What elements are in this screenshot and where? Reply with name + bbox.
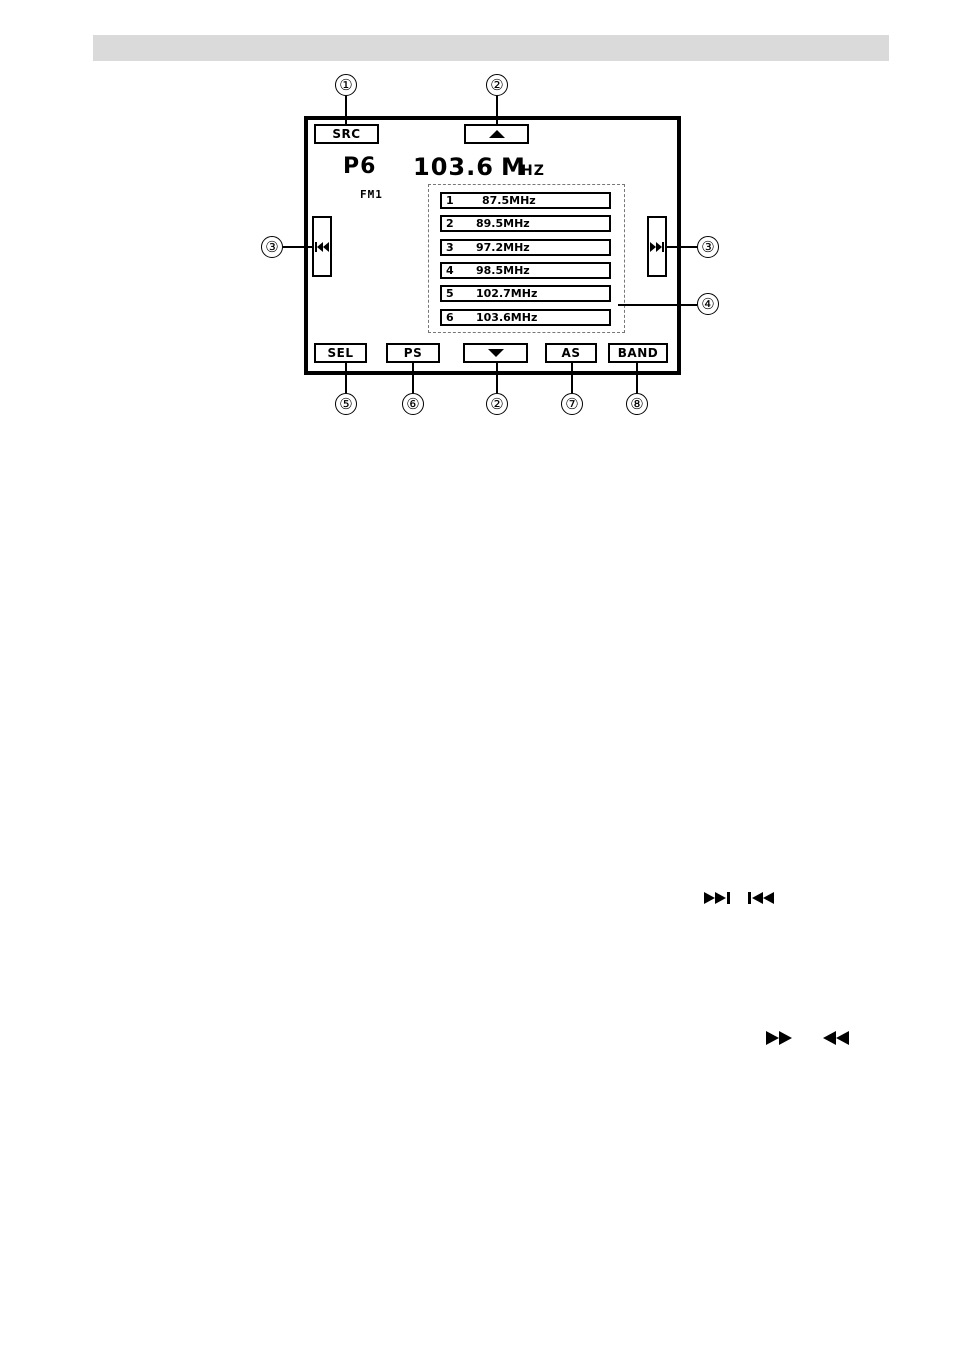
preset-number: 5 bbox=[446, 287, 454, 300]
current-preset: P6 bbox=[343, 154, 376, 179]
preset-number: 2 bbox=[446, 217, 454, 230]
band-button-label: BAND bbox=[618, 346, 658, 360]
as-button[interactable]: AS bbox=[545, 343, 597, 363]
band-button[interactable]: BAND bbox=[608, 343, 668, 363]
sel-button-label: SEL bbox=[328, 346, 354, 360]
src-button-label: SRC bbox=[332, 127, 360, 141]
skip-next-icon bbox=[650, 242, 664, 252]
preset-row-3[interactable]: 3 97.2MHz bbox=[440, 239, 611, 256]
header-bar bbox=[93, 35, 889, 61]
tune-up-button[interactable] bbox=[464, 124, 529, 144]
preset-frequency: 103.6MHz bbox=[476, 311, 537, 324]
callout-5-leader bbox=[345, 363, 347, 393]
callout-6-label: ⑥ bbox=[406, 395, 419, 413]
src-button[interactable]: SRC bbox=[314, 124, 379, 144]
callout-3-right-label: ③ bbox=[701, 238, 714, 256]
callout-8-label: ⑧ bbox=[630, 395, 643, 413]
fast-forward-icon bbox=[766, 1030, 794, 1046]
skip-previous-icon bbox=[315, 242, 329, 252]
callout-2-bottom-label: ② bbox=[490, 395, 503, 413]
ps-button-label: PS bbox=[404, 346, 422, 360]
as-button-label: AS bbox=[562, 346, 581, 360]
preset-number: 6 bbox=[446, 311, 454, 324]
preset-number: 1 bbox=[446, 194, 454, 207]
callout-6: ⑥ bbox=[402, 393, 424, 415]
preset-number: 4 bbox=[446, 264, 454, 277]
seek-next-button[interactable] bbox=[647, 216, 667, 277]
preset-frequency: 87.5MHz bbox=[482, 194, 536, 207]
callout-2-top-label: ② bbox=[490, 76, 503, 94]
preset-frequency: 102.7MHz bbox=[476, 287, 537, 300]
band-indicator: FM1 bbox=[360, 188, 383, 201]
triangle-down-icon bbox=[488, 349, 504, 357]
sel-button[interactable]: SEL bbox=[314, 343, 367, 363]
callout-7-label: ⑦ bbox=[565, 395, 578, 413]
callout-3-left: ③ bbox=[261, 236, 283, 258]
callout-3-right-leader bbox=[665, 246, 697, 248]
preset-frequency: 98.5MHz bbox=[476, 264, 530, 277]
callout-8-leader bbox=[636, 363, 638, 393]
callout-2-bottom: ② bbox=[486, 393, 508, 415]
preset-row-4[interactable]: 4 98.5MHz bbox=[440, 262, 611, 279]
callout-3-left-label: ③ bbox=[265, 238, 278, 256]
tune-down-button[interactable] bbox=[463, 343, 528, 363]
seek-previous-button[interactable] bbox=[312, 216, 332, 277]
preset-row-1[interactable]: 1 87.5MHz bbox=[440, 192, 611, 209]
skip-next-icon bbox=[704, 891, 732, 905]
preset-frequency: 97.2MHz bbox=[476, 241, 530, 254]
rewind-icon bbox=[822, 1030, 850, 1046]
callout-5: ⑤ bbox=[335, 393, 357, 415]
preset-row-2[interactable]: 2 89.5MHz bbox=[440, 215, 611, 232]
current-frequency: 103.6 bbox=[413, 153, 494, 181]
callout-6-leader bbox=[412, 363, 414, 393]
callout-3-left-leader bbox=[283, 246, 314, 248]
frequency-unit-hz: HZ bbox=[521, 163, 545, 179]
callout-7: ⑦ bbox=[561, 393, 583, 415]
callout-4-label: ④ bbox=[701, 295, 714, 313]
preset-frequency: 89.5MHz bbox=[476, 217, 530, 230]
callout-4-leader bbox=[618, 304, 697, 306]
callout-1: ① bbox=[335, 74, 357, 96]
preset-row-5[interactable]: 5 102.7MHz bbox=[440, 285, 611, 302]
callout-7-leader bbox=[571, 363, 573, 393]
preset-number: 3 bbox=[446, 241, 454, 254]
callout-4: ④ bbox=[697, 293, 719, 315]
callout-3-right: ③ bbox=[697, 236, 719, 258]
callout-5-label: ⑤ bbox=[339, 395, 352, 413]
callout-8: ⑧ bbox=[626, 393, 648, 415]
callout-2-top: ② bbox=[486, 74, 508, 96]
triangle-up-icon bbox=[489, 130, 505, 138]
callout-2-bottom-leader bbox=[496, 363, 498, 393]
ps-button[interactable]: PS bbox=[386, 343, 440, 363]
skip-previous-icon bbox=[747, 891, 775, 905]
callout-1-label: ① bbox=[339, 76, 352, 94]
preset-row-6[interactable]: 6 103.6MHz bbox=[440, 309, 611, 326]
